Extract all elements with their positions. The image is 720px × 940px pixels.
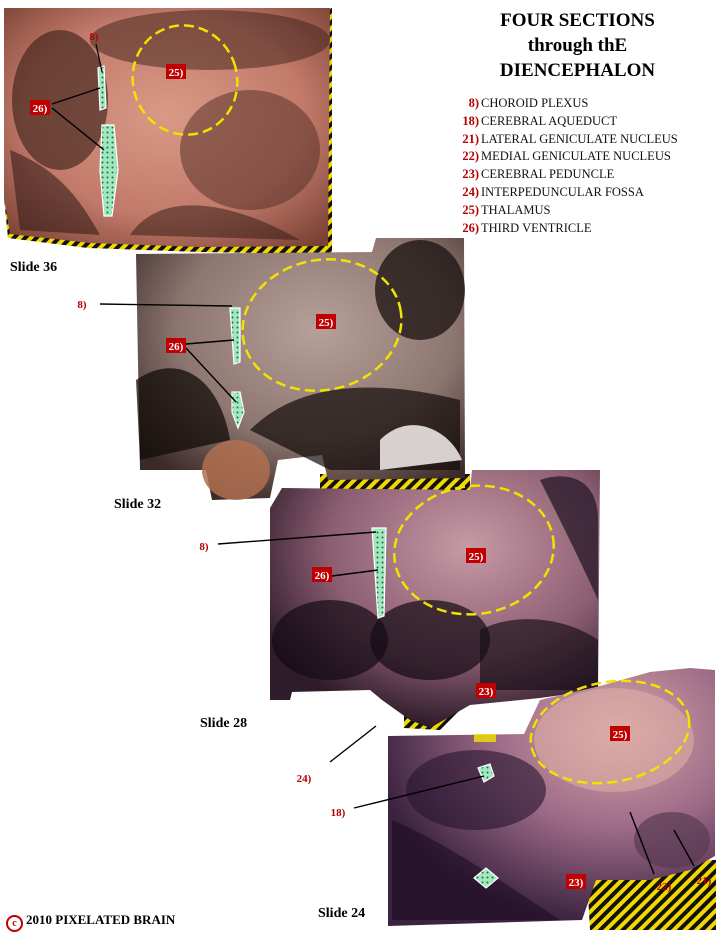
section-36-choroid-plexus (97, 65, 107, 111)
legend-item-cerebral-aqueduct: 18)CEREBRAL AQUEDUCT (462, 113, 617, 128)
section-28-leader-24 (329, 725, 377, 763)
legend-item-interpeduncular-fossa: 24)INTERPEDUNCULAR FOSSA (462, 184, 644, 199)
section-24-dorsal-mark (474, 734, 496, 742)
slide-32-label: Slide 32 (114, 497, 162, 512)
section-24-label-21: 21) (697, 875, 712, 887)
section-slide-32: 26) 25) 8) (77, 238, 470, 502)
title-line-2: through thE (527, 35, 628, 56)
section-24-leader-21 (673, 829, 695, 867)
section-24-label-23: 23) (569, 877, 584, 889)
section-32-label-8: 8) (77, 299, 87, 311)
section-36-leader-8 (95, 43, 103, 73)
section-36-dark-band (90, 10, 330, 70)
section-24-label-25: 25) (613, 729, 628, 741)
section-slide-24: 18) 22) 21) 25) 23) (331, 668, 716, 930)
section-32-label-26-box (166, 338, 186, 353)
section-32-leader-26b (185, 347, 237, 403)
title-line-1: FOUR SECTIONS (500, 10, 655, 31)
section-36-thalamus-outline (131, 24, 239, 136)
section-32-peduncles (202, 440, 270, 500)
legend-item-third-ventricle: 26)THIRD VENTRICLE (462, 220, 592, 235)
section-24-dark-region-center (406, 750, 546, 830)
section-36-label-26-box (30, 100, 50, 115)
section-28-dark-region-lower-right (480, 619, 598, 690)
slide-28-label: Slide 28 (200, 716, 248, 731)
legend-item-thalamus: 25)THALAMUS (462, 202, 551, 217)
title-line-3: DIENCEPHALON (499, 60, 656, 81)
section-36-label-25: 25) (169, 67, 184, 79)
section-28-label-25-box (466, 548, 486, 563)
section-24-lateral-geniculate (634, 812, 710, 868)
section-24-cerebral-aqueduct (477, 763, 495, 783)
legend-item-medial-geniculate: 22)MEDIAL GENICULATE NUCLEUS (462, 149, 671, 164)
section-28-dark-region-right (370, 600, 490, 680)
legend: 8)CHOROID PLEXUS 18)CEREBRAL AQUEDUCT 21… (445, 96, 720, 238)
section-28-label-23: 23) (479, 686, 494, 698)
section-32-label-25-box (316, 314, 336, 329)
section-36-leader-26a (51, 87, 101, 105)
legend-item-lateral-geniculate: 21)LATERAL GENICULATE NUCLEUS (462, 131, 678, 146)
section-28-dark-edge (540, 476, 598, 600)
section-24-leader-18 (353, 775, 485, 809)
section-32-dark-region-left (136, 368, 230, 460)
section-slide-36: 25) 26) 8) (4, 8, 332, 254)
section-36-label-26: 26) (33, 103, 48, 115)
section-24-thalamus-outline (529, 679, 691, 785)
section-32-dark-region-right (375, 240, 465, 340)
section-28-leader-26 (331, 569, 379, 577)
slide-36-label: Slide 36 (10, 260, 58, 275)
section-28-third-ventricle (371, 527, 387, 619)
section-32-leader-26a (185, 339, 235, 345)
legend-item-choroid-plexus: 8)CHOROID PLEXUS (468, 96, 589, 110)
section-24-label-22: 22) (657, 881, 672, 893)
slide-24-label: Slide 24 (318, 906, 366, 921)
section-32-pale-region (380, 425, 462, 470)
section-24-dark-region-lower-left (392, 820, 560, 920)
section-36-dark-lower-left (10, 150, 100, 235)
section-24-ventral-region (473, 867, 499, 889)
section-24-label-23-box (566, 874, 586, 889)
section-24-label-25-box (610, 726, 630, 741)
copyright-icon: c (6, 915, 23, 932)
section-28-label-8: 8) (199, 541, 209, 553)
legend-item-cerebral-peduncle: 23)CEREBRAL PEDUNCLE (462, 167, 615, 182)
section-28-label-23-box (476, 683, 496, 698)
section-32-choroid-plexus (229, 307, 241, 365)
section-36-dark-region-right (180, 90, 320, 210)
copyright-text: 2010 PIXELATED BRAIN (26, 912, 176, 927)
section-28-label-24: 24) (297, 773, 312, 785)
section-32-label-25: 25) (319, 317, 334, 329)
section-24-label-18: 18) (331, 807, 346, 819)
section-28-label-26-box (312, 567, 332, 582)
section-28-thalamus-outline (393, 484, 555, 616)
section-36-third-ventricle (99, 124, 119, 217)
section-28-label-25: 25) (469, 551, 484, 563)
figure-title: FOUR SECTIONS through thE DIENCEPHALON (455, 8, 700, 83)
section-36-leader-26b (51, 107, 105, 151)
section-28-label-26: 26) (315, 570, 330, 582)
section-32-leader-8 (99, 303, 233, 307)
section-36-dark-region-left (12, 30, 108, 170)
section-28-dark-region-left (272, 600, 388, 680)
section-36-dark-lower-right (130, 205, 300, 240)
section-24-leader-22 (629, 811, 655, 875)
section-32-thalamus-outline (241, 258, 403, 392)
section-36-label-8: 8) (89, 31, 99, 43)
section-32-label-26: 26) (169, 341, 184, 353)
section-28-leader-8 (217, 531, 377, 545)
section-36-label-25-box (166, 64, 186, 79)
section-slide-28: 26) 25) 23) 8) 24) (199, 470, 600, 785)
